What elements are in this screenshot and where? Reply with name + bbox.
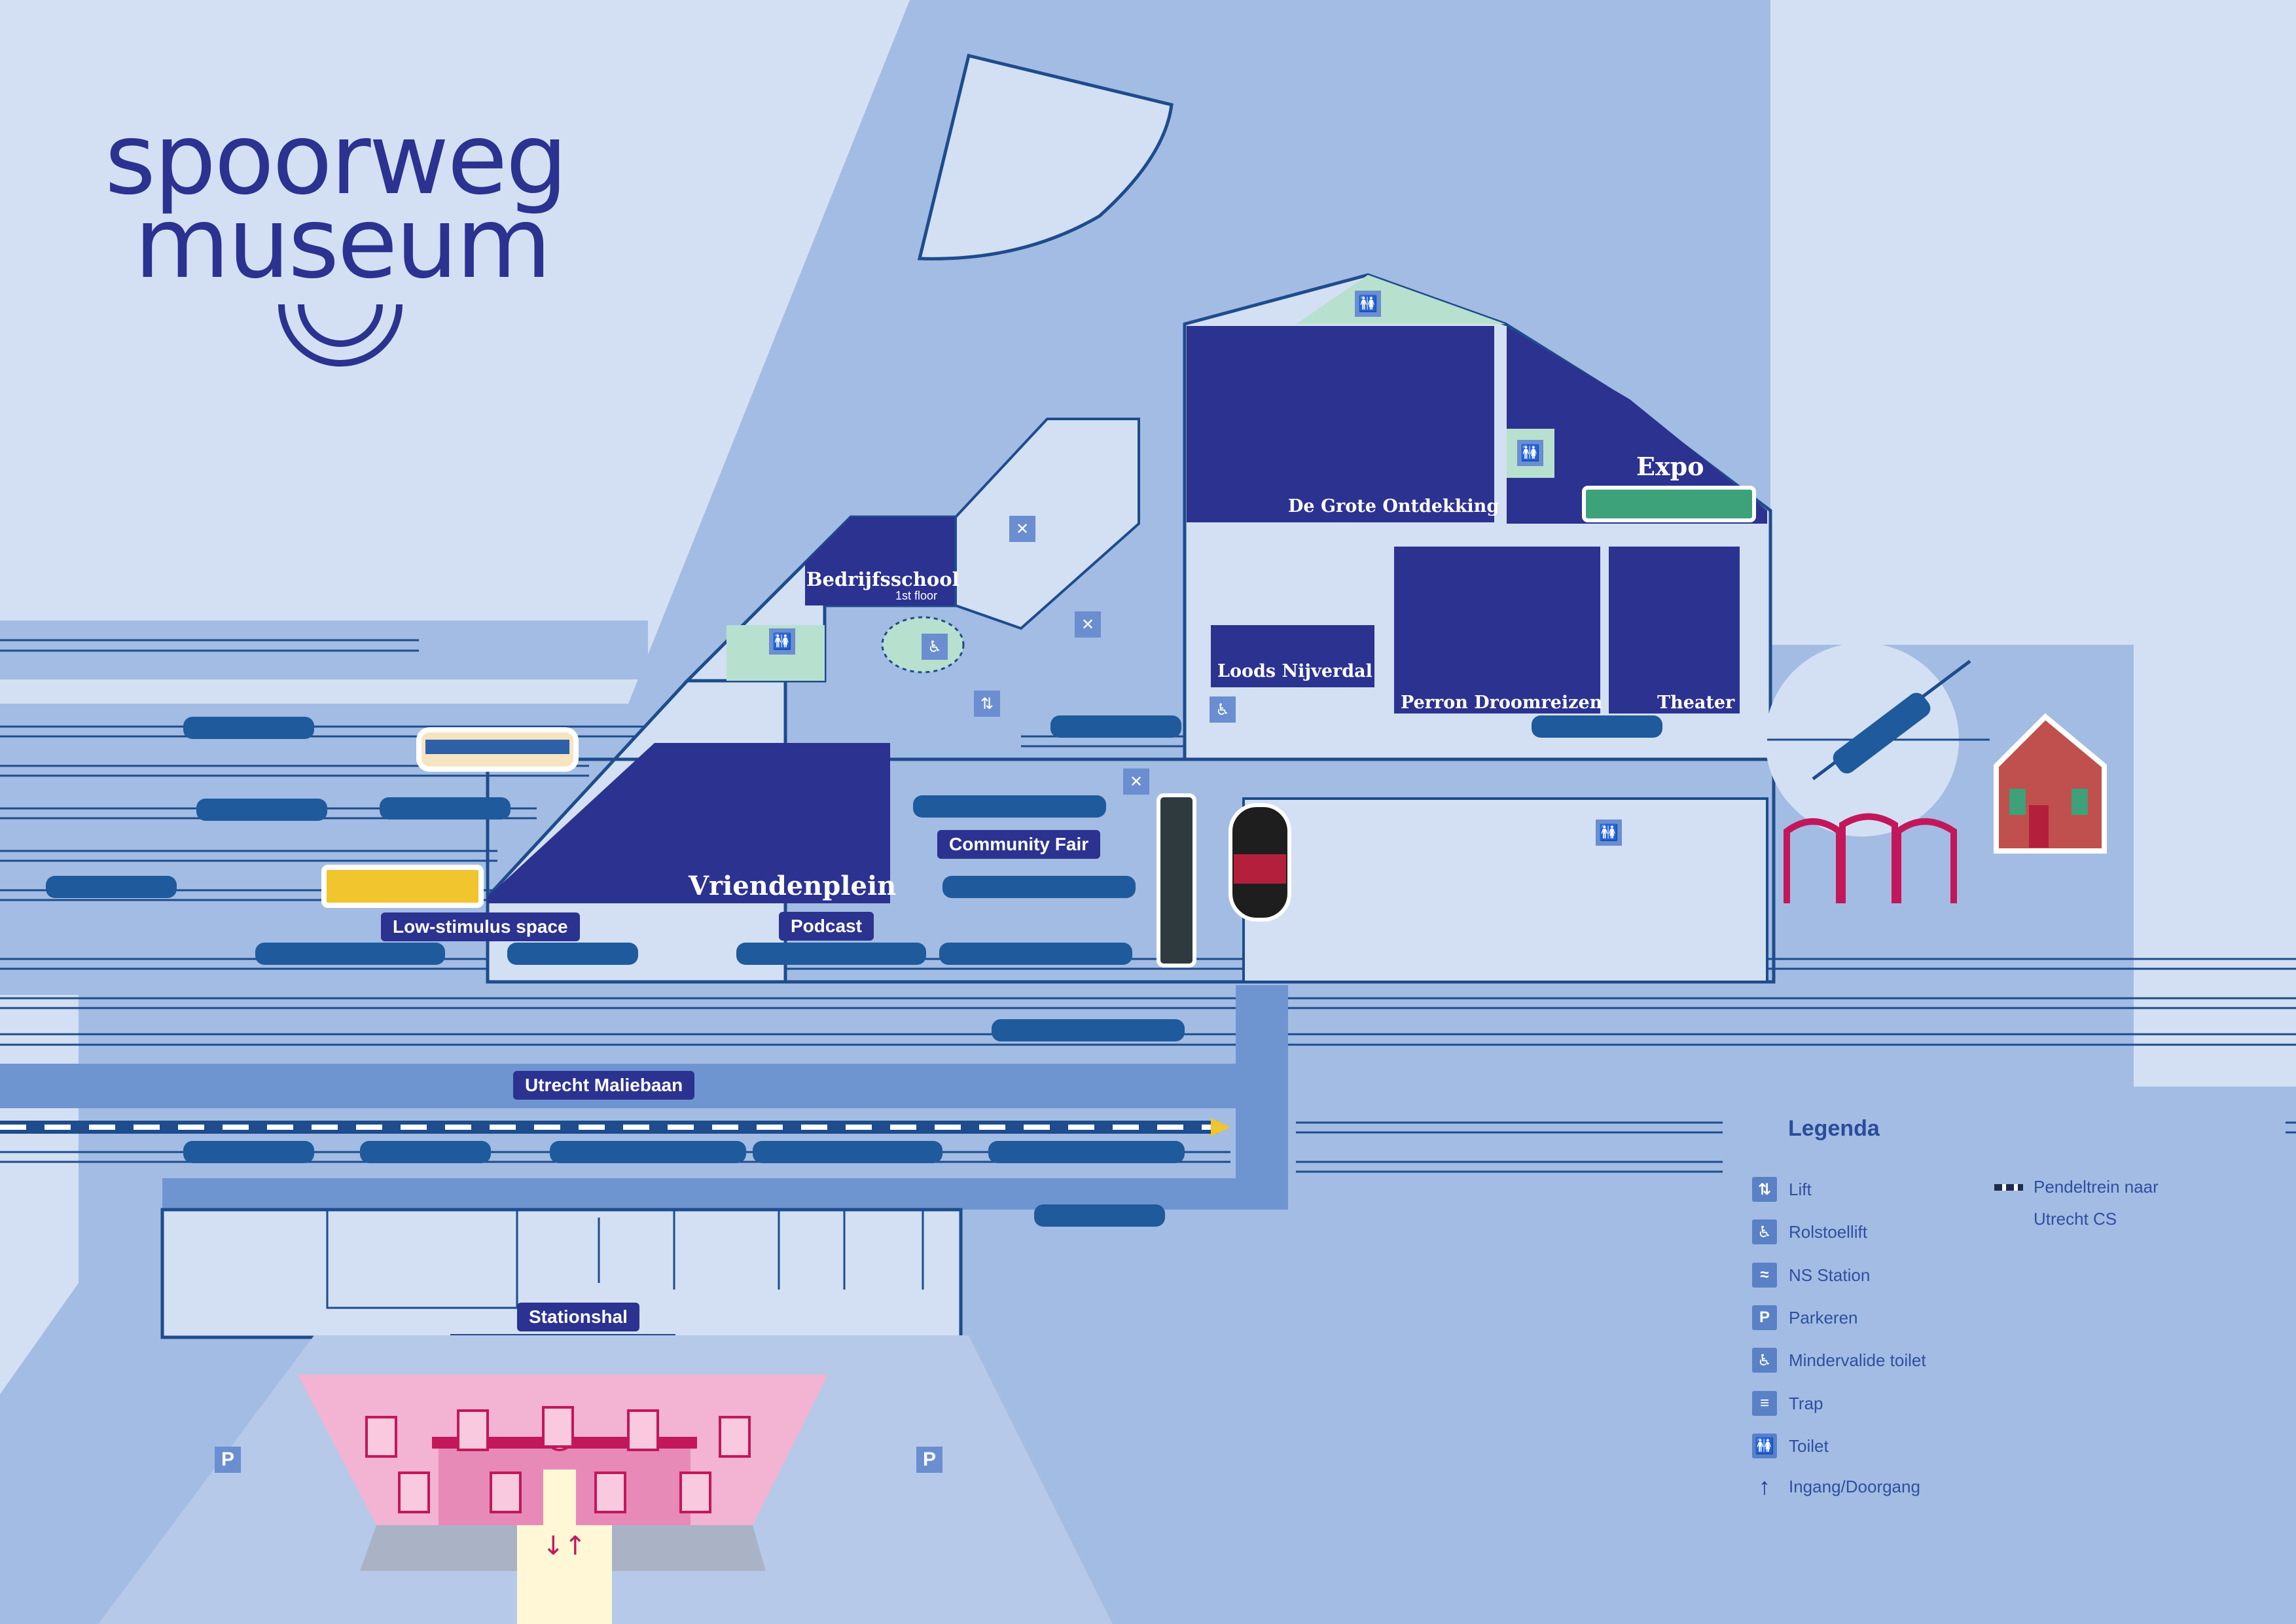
lift-icon: ⇅ [1752, 1177, 1777, 1202]
logo-line-1: spoorweg [105, 103, 568, 217]
legend-item: ≡ Trap [1752, 1391, 1823, 1416]
legend-item-label: Rolstoellift [1789, 1221, 1867, 1242]
legend-item: ♿ Rolstoellift [1752, 1219, 1867, 1244]
station-building: ↓↑ [298, 1375, 828, 1624]
area-community-fair[interactable]: Community Fair [937, 830, 1101, 859]
ns-station-icon: ≈ [1752, 1263, 1777, 1288]
logo-line-2: museum [134, 187, 552, 300]
area-low-stimulus-space[interactable]: Low-stimulus space [381, 912, 580, 941]
toilet-icon: 🚻 [769, 628, 795, 655]
legend-shuttle-line1: Pendeltrein naar [2034, 1177, 2159, 1197]
museum-logo: spoorweg museum [105, 103, 568, 300]
legend-item: 🚻 Toilet [1752, 1434, 1829, 1458]
area-loods-nijverdal[interactable]: Loods Nijverdal [1217, 661, 1372, 681]
legend-panel: Legenda ⇅Lift ♿Rolstoellift ≈NS Station … [1723, 1087, 2286, 1519]
parking-icon: P [215, 1447, 241, 1473]
toilet-icon: 🚻 [1596, 820, 1622, 846]
legend-item: ≈ NS Station [1752, 1263, 1870, 1288]
parking-icon: P [1752, 1305, 1777, 1330]
toilet-icon: 🚻 [1355, 291, 1381, 317]
restaurant-icon: ✕ [1075, 611, 1101, 638]
shuttle-train-icon [1994, 1183, 2023, 1191]
legend-item: ♿ Mindervalide toilet [1752, 1348, 1926, 1373]
parking-icon: P [916, 1447, 942, 1473]
station-utrecht-maliebaan[interactable]: Utrecht Maliebaan [513, 1071, 695, 1100]
legend-item-label: Mindervalide toilet [1789, 1350, 1926, 1370]
area-bedrijfsschool[interactable]: Bedrijfsschool [806, 568, 960, 590]
wheelchair-lift-icon: ♿ [1210, 696, 1236, 723]
toilet-icon: 🚻 [1517, 440, 1543, 466]
svg-text:↓↑: ↓↑ [542, 1531, 586, 1561]
area-podcast[interactable]: Podcast [779, 912, 874, 941]
legend-shuttle: Pendeltrein naar [1994, 1177, 2159, 1197]
area-theater[interactable]: Theater [1657, 693, 1735, 713]
legend-item: ⇅ Lift [1752, 1177, 1812, 1202]
legend-item-label: Lift [1789, 1179, 1812, 1199]
entrance-arrow-icon: ↑ [1759, 1473, 1770, 1500]
accessible-toilet-icon: ♿ [1752, 1348, 1777, 1373]
stairs-icon: ≡ [1752, 1391, 1777, 1416]
legend-title: Legenda [1788, 1116, 1880, 1141]
area-expo[interactable]: Expo [1636, 452, 1704, 481]
area-vriendenplein[interactable]: Vriendenplein [689, 871, 897, 901]
area-bedrijfsschool-floor: 1st floor [895, 589, 938, 602]
legend-item-label: NS Station [1789, 1265, 1871, 1285]
area-perron-droomreizen[interactable]: Perron Droomreizen [1401, 693, 1603, 713]
legend-item-label: Parkeren [1789, 1307, 1858, 1327]
legend-item: ↑ Ingang/Doorgang [1752, 1473, 1920, 1500]
lift-icon: ⇅ [974, 691, 1000, 717]
legend-item: P Parkeren [1752, 1305, 1858, 1330]
accessible-toilet-icon: ♿ [922, 634, 948, 660]
area-de-grote-ontdekking[interactable]: De Grote Ontdekking [1288, 496, 1499, 516]
toilet-icon: 🚻 [1752, 1434, 1777, 1458]
area-stationshal[interactable]: Stationshal [517, 1303, 639, 1331]
restaurant-icon: ✕ [1123, 768, 1149, 795]
restaurant-icon: ✕ [1009, 516, 1035, 542]
smile-logo-icon [278, 304, 403, 367]
legend-item-label: Toilet [1789, 1435, 1829, 1456]
legend-item-label: Trap [1789, 1393, 1823, 1413]
legend-item-label: Ingang/Doorgang [1789, 1476, 1920, 1496]
wheelchair-lift-icon: ♿ [1752, 1219, 1777, 1244]
legend-shuttle-line2: Utrecht CS [2034, 1209, 2117, 1229]
